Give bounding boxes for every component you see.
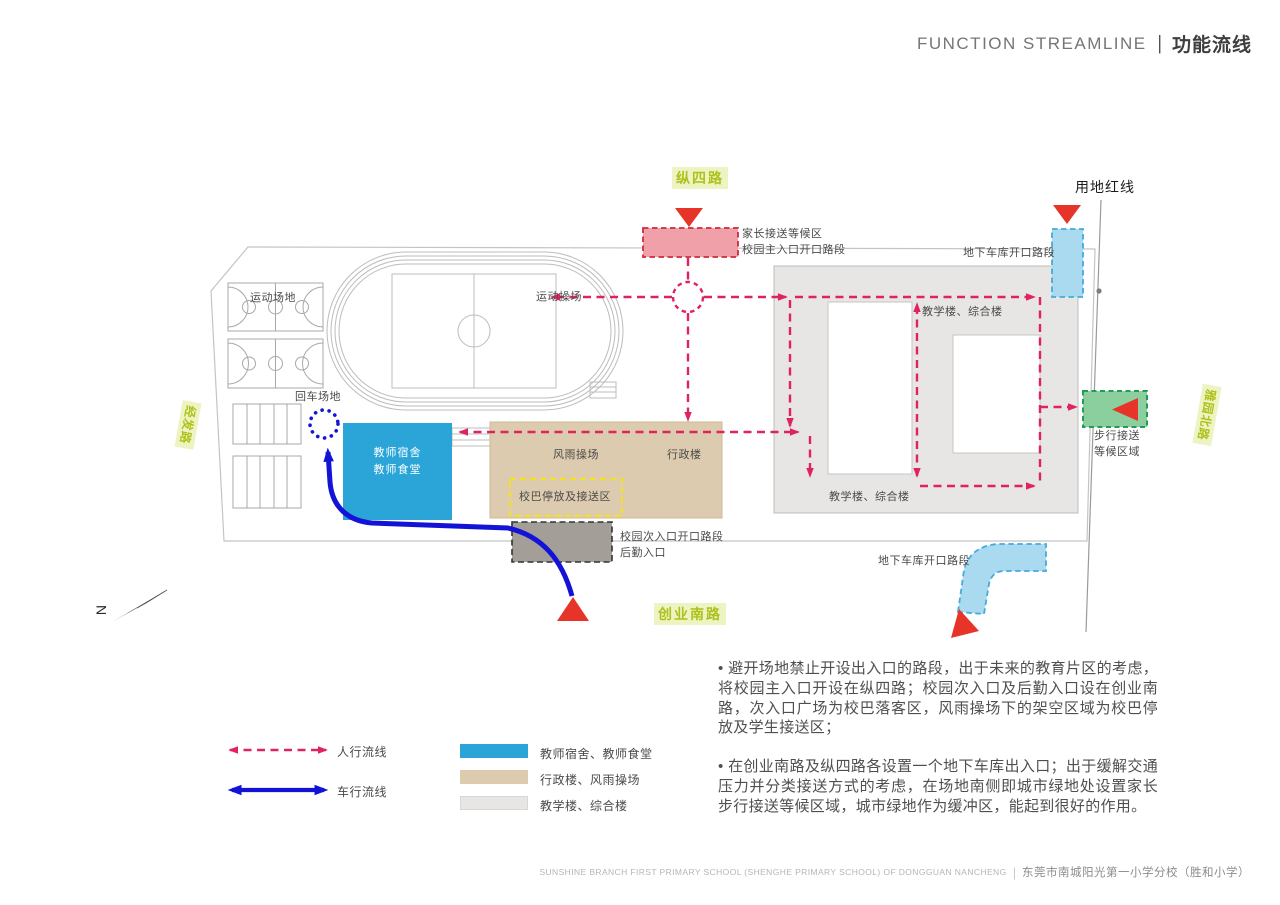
main-entry-arrow-icon: [675, 208, 703, 227]
rain-playground-label: 风雨操场: [553, 449, 599, 461]
garage-north-label: 地下车库开口路段: [963, 247, 1055, 259]
parking-rows: [232, 403, 302, 509]
road-label-south: 创业南路: [654, 603, 726, 625]
turnaround-circle: [308, 408, 340, 440]
land-redline-label: 用地红线: [1075, 179, 1135, 195]
main-entrance-label: 校园主入口开口路段: [742, 244, 846, 256]
design-notes: • 避开场地禁止开设出入口的路段，出于未来的教育片区的考虑，将校园主入口开设在纵…: [718, 659, 1158, 836]
legend-swatch-teaching-label: 教学楼、综合楼: [540, 799, 628, 813]
footer-divider: |: [1013, 864, 1016, 880]
garage-opening-north: [1051, 228, 1084, 298]
teaching-label-top: 教学楼、综合楼: [922, 306, 1003, 318]
dorm-label: 教师宿舍 教师食堂: [373, 447, 422, 476]
entry-arrow-icons: [557, 205, 1138, 638]
secondary-entrance-label: 校园次入口开口路段 后勤入口: [620, 531, 724, 559]
dorm-building: [343, 423, 452, 520]
basketball-courts: [227, 282, 324, 389]
page-title-zh: 功能流线: [1171, 35, 1252, 56]
legend-vehicle-label: 车行流线: [337, 785, 388, 799]
garage-south-arrow-icon: [951, 609, 979, 638]
sports-field-label: 运动操场: [536, 291, 582, 303]
school-bus-zone: [508, 477, 624, 518]
footer-en: SUNSHINE BRANCH FIRST PRIMARY SCHOOL (SH…: [539, 867, 1007, 877]
site-boundary: [210, 246, 1096, 542]
walk-pickup-arrow-icon: [1112, 398, 1138, 421]
road-label-north: 纵四路: [672, 167, 728, 189]
admin-building: [489, 421, 723, 519]
compass-north-letter: N: [93, 604, 110, 616]
teaching-label-bottom: 教学楼、综合楼: [829, 491, 910, 503]
north-arrow-icon: [112, 589, 168, 622]
south-entry-arrow-icon: [557, 597, 589, 621]
legend-swatch-admin: [460, 770, 528, 784]
running-track: [326, 251, 624, 447]
turnaround-label: 回车场地: [295, 391, 341, 403]
walk-pickup-label: 步行接送 等候区域: [1094, 430, 1140, 458]
bus-zone-label: 校巴停放及接送区: [519, 491, 611, 503]
project-footer: SUNSHINE BRANCH FIRST PRIMARY SCHOOL (SH…: [539, 864, 1250, 880]
title-divider: |: [1157, 32, 1161, 54]
note-paragraph-2: • 在创业南路及纵四路各设置一个地下车库出入口；出于缓解交通压力并分类接送方式的…: [718, 758, 1158, 815]
note-paragraph-1: • 避开场地禁止开设出入口的路段，出于未来的教育片区的考虑，将校园主入口开设在纵…: [718, 660, 1158, 737]
garage-south-label: 地下车库开口路段: [878, 555, 970, 567]
page-title-en: FUNCTION STREAMLINE: [916, 33, 1147, 53]
legend-swatch-dorm: [460, 744, 528, 758]
sports-ground-label: 运动场地: [250, 292, 296, 304]
main-entrance-zone: [642, 227, 739, 258]
page-title: FUNCTION STREAMLINE | 功能流线: [917, 30, 1252, 57]
garage-north-arrow-icon: [1053, 205, 1081, 224]
admin-label: 行政楼: [667, 449, 702, 461]
garage-opening-south: [956, 543, 1047, 615]
legend-swatch-dorm-label: 教师宿舍、教师食堂: [540, 747, 653, 761]
secondary-entrance-block: [511, 521, 613, 563]
legend-pedestrian-label: 人行流线: [337, 745, 388, 759]
vehicle-flow-line: [323, 447, 575, 597]
legend-swatch-admin-label: 行政楼、风雨操场: [540, 773, 641, 787]
pedestrian-flow-lines: [458, 258, 1078, 490]
legend-swatch-teaching: [460, 796, 528, 810]
parent-wait-label: 家长接送等候区: [742, 228, 823, 240]
footer-zh: 东莞市南城阳光第一小学分校（胜和小学）: [1022, 867, 1250, 879]
